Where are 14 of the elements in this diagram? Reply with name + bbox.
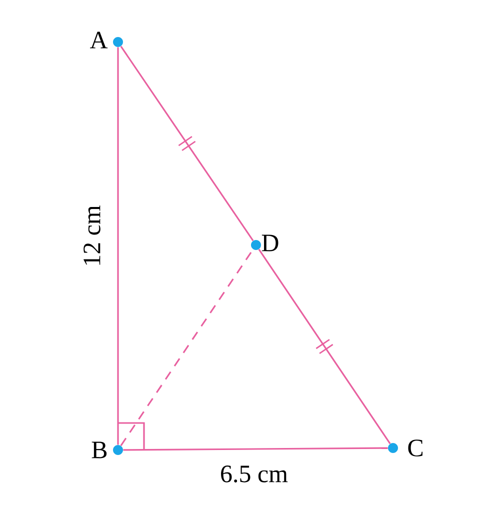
- point-dot: [251, 240, 261, 250]
- point-dot: [388, 443, 398, 453]
- line-segment: [117, 47, 119, 445]
- point-label: A: [90, 32, 108, 48]
- point-label: D: [262, 234, 278, 252]
- point-dot: [113, 445, 123, 455]
- dimension-label: 12 cm: [84, 206, 100, 265]
- line-segment: [120, 46, 254, 242]
- line-segment: [123, 447, 388, 451]
- dimension-label: 6.5 cm: [221, 466, 288, 482]
- line-segment: [258, 248, 391, 444]
- point-label: C: [408, 440, 422, 456]
- point-dot: [113, 37, 123, 47]
- point-label: B: [92, 442, 107, 458]
